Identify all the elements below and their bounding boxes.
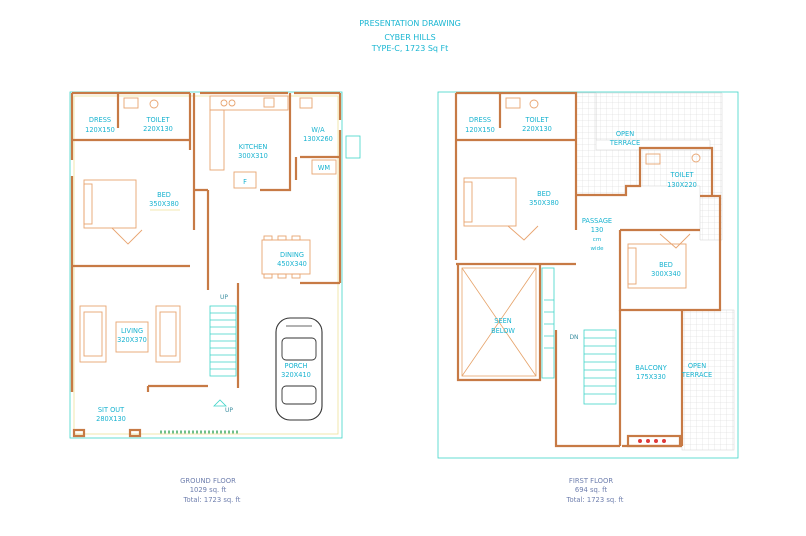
gf-dining-size: 450X340 xyxy=(277,260,307,268)
ff-plot-boundary xyxy=(437,91,739,459)
ff-bed2-label: BED xyxy=(659,261,673,269)
ff-balcony-label: BALCONY xyxy=(635,364,667,372)
ff-toilet2-size: 130X220 xyxy=(667,181,697,189)
ff-passage-width: 130 xyxy=(591,226,604,234)
ff-seen-below-label: SEEN xyxy=(494,317,512,325)
gf-wm-label: WM xyxy=(318,164,331,172)
gf-walls xyxy=(70,91,342,392)
gf-dining-label: DINING xyxy=(280,251,304,259)
ground-floor-plan: UP F WM xyxy=(69,91,361,504)
ff-toilet2-label: TOILET xyxy=(669,171,694,179)
ff-seen-below-void xyxy=(461,267,537,377)
type-area: TYPE-C, 1723 Sq Ft xyxy=(371,44,449,53)
ff-terrace-side-label-2: TERRACE xyxy=(681,371,712,379)
ff-balcony-size: 175X330 xyxy=(636,373,666,381)
gf-bed-label: BED xyxy=(157,191,171,199)
gf-toilet-label: TOILET xyxy=(145,116,170,124)
gf-caption-total: Total: 1723 sq. ft xyxy=(183,496,241,504)
ff-bed-size: 350X380 xyxy=(529,199,559,207)
gf-wa-label: W/A xyxy=(311,126,325,134)
gf-caption-name: GROUND FLOOR xyxy=(180,477,236,485)
ff-toilet-label: TOILET xyxy=(524,116,549,124)
ff-staircase: DN xyxy=(541,267,617,405)
ff-walls xyxy=(454,91,722,448)
gf-dress-size: 120X150 xyxy=(85,126,115,134)
gf-porch-up-label: UP xyxy=(225,407,233,414)
ff-bed-2 xyxy=(627,233,691,289)
gf-kitchen-label: KITCHEN xyxy=(239,143,268,151)
first-floor-plan: DN DRESS 120X150 xyxy=(437,91,739,504)
gf-toilet-fixtures xyxy=(123,97,159,109)
ff-toilet-fixtures xyxy=(505,97,701,165)
ff-seen-below-label-2: BELOW xyxy=(491,327,515,335)
ff-caption-area: 694 sq. ft xyxy=(575,486,608,494)
drawing-header: PRESENTATION DRAWING CYBER HILLS TYPE-C,… xyxy=(359,19,461,53)
gf-porch-up-marker: UP xyxy=(213,399,233,414)
gf-porch-label: PORCH xyxy=(285,362,308,370)
ff-dress-size: 120X150 xyxy=(465,126,495,134)
gf-fridge-label: F xyxy=(243,178,247,186)
gf-toilet-size: 220X130 xyxy=(143,125,173,133)
ff-caption-name: FIRST FLOOR xyxy=(569,477,613,485)
ff-passage-unit: cm xyxy=(593,237,601,243)
ff-bed-1 xyxy=(463,177,539,241)
gf-dining-table xyxy=(261,235,311,279)
gf-staircase: UP xyxy=(209,294,237,377)
gf-bed-size: 350X380 xyxy=(149,200,179,208)
gf-living-size: 320X370 xyxy=(117,336,147,344)
ff-passage-label: PASSAGE xyxy=(582,217,612,225)
ff-balcony-planter xyxy=(626,434,682,448)
gf-wa-size: 130X260 xyxy=(303,135,333,143)
gf-sitout-label: SIT OUT xyxy=(98,406,125,414)
ff-bed-label: BED xyxy=(537,190,551,198)
project-name: CYBER HILLS xyxy=(384,33,435,42)
gf-work-area-fixtures: WM xyxy=(299,97,361,175)
ff-toilet-size: 220X130 xyxy=(522,125,552,133)
gf-kitchen-size: 300X310 xyxy=(238,152,268,160)
gf-sitout-size: 280X130 xyxy=(96,415,126,423)
drawing-title: PRESENTATION DRAWING xyxy=(359,19,461,28)
ff-dress-label: DRESS xyxy=(469,116,491,124)
ff-bed2-size: 300X340 xyxy=(651,270,681,278)
ff-passage-wide: wide xyxy=(591,246,605,252)
gf-bed xyxy=(83,179,180,245)
ff-open-terrace-side xyxy=(681,309,735,451)
ff-terrace-side-label: OPEN xyxy=(688,362,706,370)
ff-terrace-top-label: OPEN xyxy=(616,130,634,138)
gf-caption-area: 1029 sq. ft xyxy=(190,486,227,494)
ff-terrace-top-label-2: TERRACE xyxy=(609,139,640,147)
gf-living-label: LIVING xyxy=(121,327,143,335)
ff-caption-total: Total: 1723 sq. ft xyxy=(566,496,624,504)
gf-sitout-planters xyxy=(72,428,238,438)
gf-porch-car xyxy=(275,317,323,421)
gf-kitchen-counter: F xyxy=(209,95,289,189)
gf-porch-size: 320X410 xyxy=(281,371,311,379)
gf-stair-up-label: UP xyxy=(220,294,228,301)
gf-living-sofas xyxy=(79,305,181,363)
ff-stair-dn-label: DN xyxy=(569,334,578,341)
gf-dress-label: DRESS xyxy=(89,116,111,124)
